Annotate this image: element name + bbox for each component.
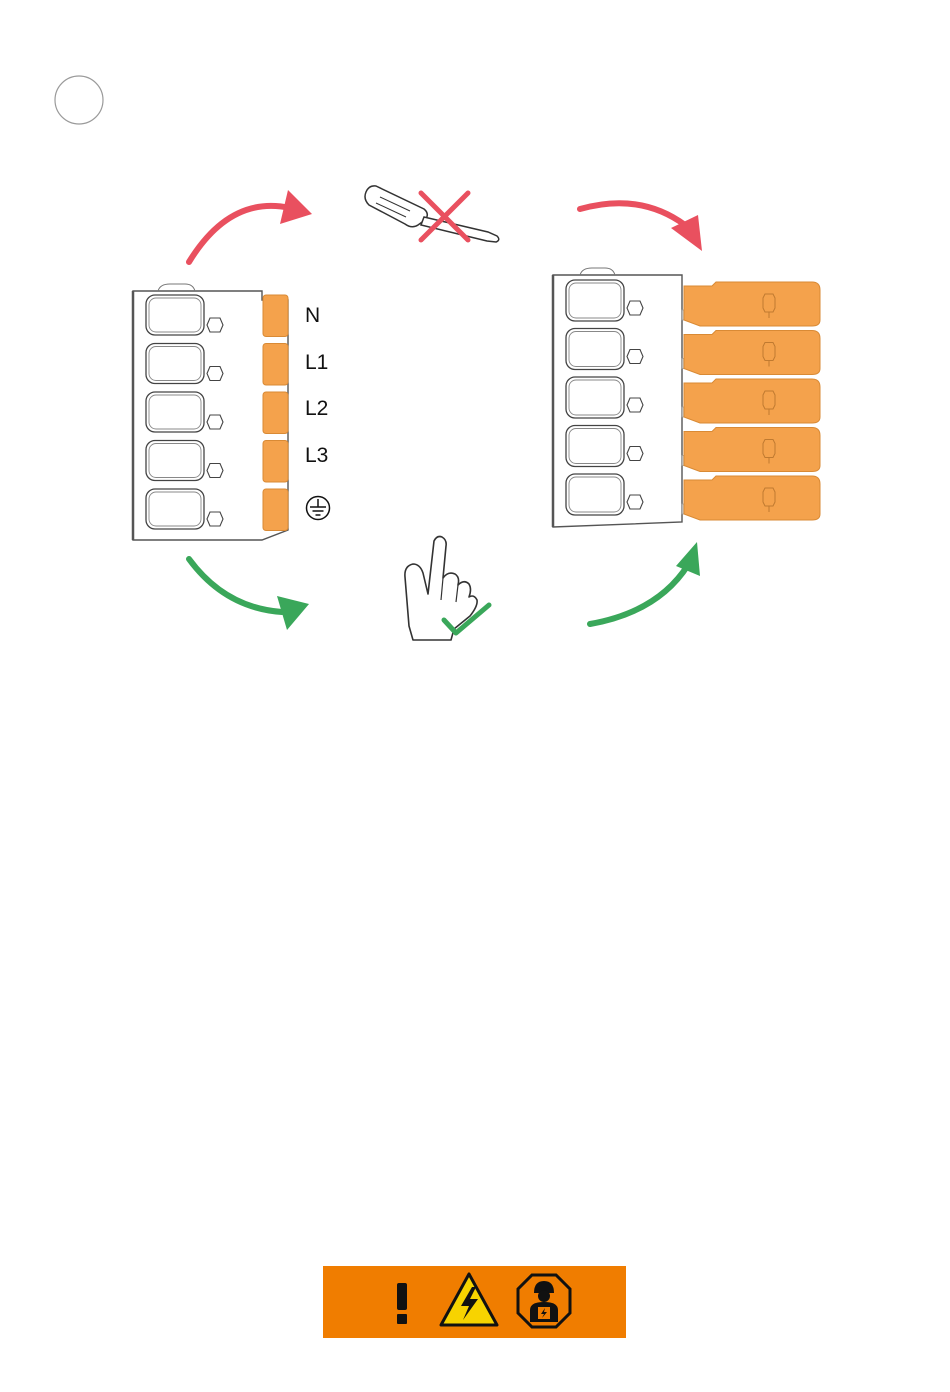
arrow-bottom-right — [590, 542, 700, 624]
release-hole — [627, 495, 643, 509]
terminal-cell — [566, 377, 820, 423]
terminal-cell — [566, 280, 820, 326]
release-hole — [627, 301, 643, 315]
terminal-label-l3: L3 — [305, 444, 328, 467]
release-hole — [627, 447, 643, 461]
lever-closed — [263, 392, 288, 434]
protective-earth-icon — [307, 497, 330, 520]
release-hole — [207, 415, 223, 429]
wire-entry — [566, 474, 624, 515]
wire-entry — [146, 344, 204, 384]
lever-open — [684, 379, 820, 423]
lever-closed — [263, 344, 288, 386]
lever-closed — [263, 295, 288, 337]
terminal-cell — [566, 474, 820, 520]
terminal-cell — [566, 329, 820, 375]
terminal-cell — [566, 426, 820, 472]
release-hole — [207, 512, 223, 526]
wire-entry — [146, 441, 204, 481]
release-hole — [207, 367, 223, 381]
step-badge — [55, 76, 103, 124]
arrow-top-right — [580, 203, 702, 251]
arrow-bottom-left — [189, 559, 309, 630]
wire-entry — [146, 489, 204, 529]
screwdriver-icon — [365, 186, 499, 242]
wire-entry — [566, 426, 624, 467]
terminal-label-l1: L1 — [305, 351, 328, 374]
lever-open — [684, 476, 820, 520]
terminal-label-l2: L2 — [305, 397, 328, 420]
wire-entry — [566, 377, 624, 418]
prohibited-cross-icon — [421, 193, 468, 240]
lever-open — [684, 331, 820, 375]
lever-open — [684, 428, 820, 472]
release-hole — [627, 350, 643, 364]
lever-closed — [263, 489, 288, 531]
arrow-top-left — [189, 190, 312, 262]
release-hole — [627, 398, 643, 412]
connector-closed — [133, 284, 288, 540]
wire-entry — [566, 280, 624, 321]
terminal-label-n: N — [305, 304, 320, 327]
lever-closed — [263, 441, 288, 483]
wire-entry — [566, 329, 624, 370]
lever-open — [684, 282, 820, 326]
release-hole — [207, 464, 223, 478]
wire-entry — [146, 295, 204, 335]
exclamation-icon — [397, 1283, 407, 1324]
warning-bar — [323, 1266, 626, 1338]
wire-entry — [146, 392, 204, 432]
release-hole — [207, 318, 223, 332]
connector-open — [553, 268, 820, 527]
terminal-labels: N L1 L2 L3 — [305, 304, 330, 520]
